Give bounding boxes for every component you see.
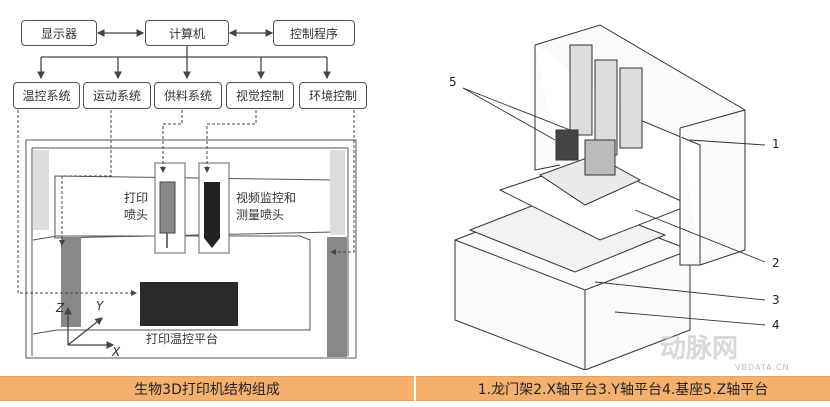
label: 环境控制 bbox=[308, 89, 357, 103]
callout-4: 4 bbox=[772, 318, 780, 332]
print-head-label: 打印喷头 bbox=[124, 190, 148, 224]
box-vision: 视觉控制 bbox=[226, 82, 294, 109]
box-display: 显示器 bbox=[21, 20, 97, 46]
line: 打印 bbox=[124, 191, 149, 205]
box-motion: 运动系统 bbox=[83, 82, 151, 109]
axis-x: X bbox=[112, 345, 121, 359]
caption-right: 1.龙门架2.X轴平台3.Y轴平台4.基座5.Z轴平台 bbox=[416, 376, 830, 401]
label: 计算机 bbox=[168, 26, 205, 41]
label: 控制程序 bbox=[289, 26, 338, 41]
axis-z: Z bbox=[56, 301, 65, 315]
callout-5: 5 bbox=[449, 75, 457, 89]
label: 运动系统 bbox=[92, 89, 141, 103]
line: 测量喷头 bbox=[236, 208, 285, 222]
label: 供料系统 bbox=[163, 89, 212, 103]
label: 温控系统 bbox=[22, 89, 71, 103]
label: 视觉控制 bbox=[235, 89, 284, 103]
line: 视频监控和 bbox=[236, 191, 297, 205]
camera-head-label: 视频监控和测量喷头 bbox=[236, 190, 296, 224]
box-control-program: 控制程序 bbox=[273, 20, 355, 46]
box-computer: 计算机 bbox=[145, 20, 229, 46]
watermark-logo: 动脉网 bbox=[660, 334, 739, 364]
line: 喷头 bbox=[124, 208, 149, 222]
callout-2: 2 bbox=[772, 256, 780, 270]
platform-label: 打印温控平台 bbox=[146, 332, 219, 346]
watermark-sub: VBDATA.CN bbox=[735, 363, 790, 372]
diagram-lines bbox=[17, 29, 357, 359]
axis-y: Y bbox=[96, 299, 104, 313]
box-environment: 环境控制 bbox=[299, 82, 367, 109]
box-temp-control: 温控系统 bbox=[13, 82, 80, 109]
caption-left: 生物3D打印机结构组成 bbox=[0, 376, 415, 401]
label: 显示器 bbox=[40, 26, 77, 41]
gantry-drawing bbox=[454, 24, 766, 370]
box-feeding: 供料系统 bbox=[154, 82, 222, 109]
callout-3: 3 bbox=[772, 293, 780, 307]
callout-1: 1 bbox=[772, 137, 780, 151]
